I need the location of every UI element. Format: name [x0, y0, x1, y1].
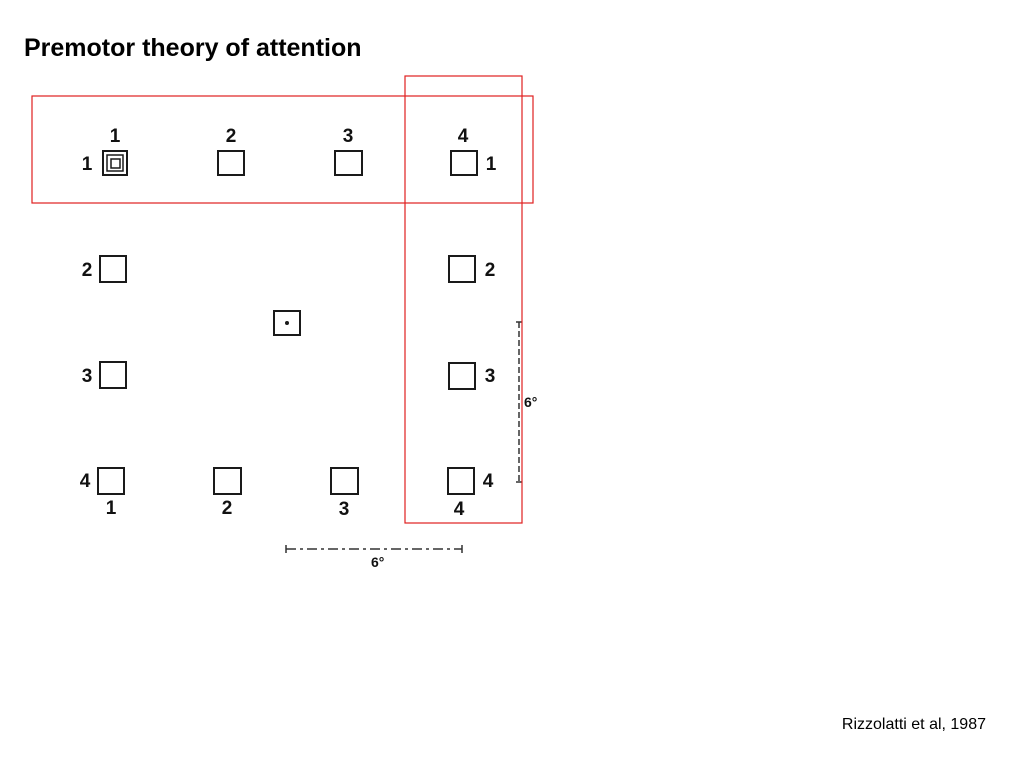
- right-column-boxes: [447, 255, 476, 495]
- target-box-top-3: [334, 150, 363, 176]
- fixation-point-icon: [273, 310, 301, 336]
- column-label-bottom-4: 4: [454, 499, 465, 520]
- target-box-bottom-2: [213, 467, 242, 495]
- target-box-top-2: [217, 150, 245, 176]
- row-label-left-2: 2: [82, 260, 93, 281]
- row-label-left-1: 1: [82, 154, 93, 175]
- scale-label-horizontal: 6°: [371, 554, 384, 570]
- bottom-row-boxes: [213, 467, 359, 495]
- slide-title: Premotor theory of attention: [24, 34, 362, 62]
- target-box-right-4: [447, 467, 475, 495]
- column-label-top-1: 1: [110, 126, 121, 147]
- row-label-right-3: 3: [485, 366, 496, 387]
- top-row-boxes: [102, 150, 478, 176]
- highlight-right-column: [404, 75, 523, 524]
- column-label-bottom-2: 2: [222, 498, 233, 519]
- target-box-left-2: [99, 255, 127, 283]
- column-label-bottom-3: 3: [339, 499, 350, 520]
- row-label-right-2: 2: [485, 260, 496, 281]
- column-label-top-2: 2: [226, 126, 237, 147]
- column-label-top-4: 4: [458, 126, 469, 147]
- nested-cue-icon: [106, 154, 124, 172]
- vertical-scale-bar: [516, 321, 522, 483]
- row-label-right-1: 1: [486, 154, 497, 175]
- target-box-top-1: [102, 150, 128, 176]
- row-label-right-4: 4: [483, 471, 494, 492]
- target-box-top-4: [450, 150, 478, 176]
- column-label-bottom-1: 1: [106, 498, 117, 519]
- horizontal-scale-bar: [285, 545, 463, 553]
- row-label-left-4: 4: [80, 471, 91, 492]
- left-column-boxes: [97, 255, 127, 495]
- target-box-left-3: [99, 361, 127, 389]
- target-box-bottom-3: [330, 467, 359, 495]
- citation-text: Rizzolatti et al, 1987: [841, 716, 986, 733]
- column-label-top-3: 3: [343, 126, 354, 147]
- highlight-top-row: [31, 95, 534, 204]
- row-label-left-3: 3: [82, 366, 93, 387]
- target-box-left-4: [97, 467, 125, 495]
- scale-label-vertical: 6°: [524, 394, 537, 410]
- target-box-right-3: [448, 362, 476, 390]
- target-box-right-2: [448, 255, 476, 283]
